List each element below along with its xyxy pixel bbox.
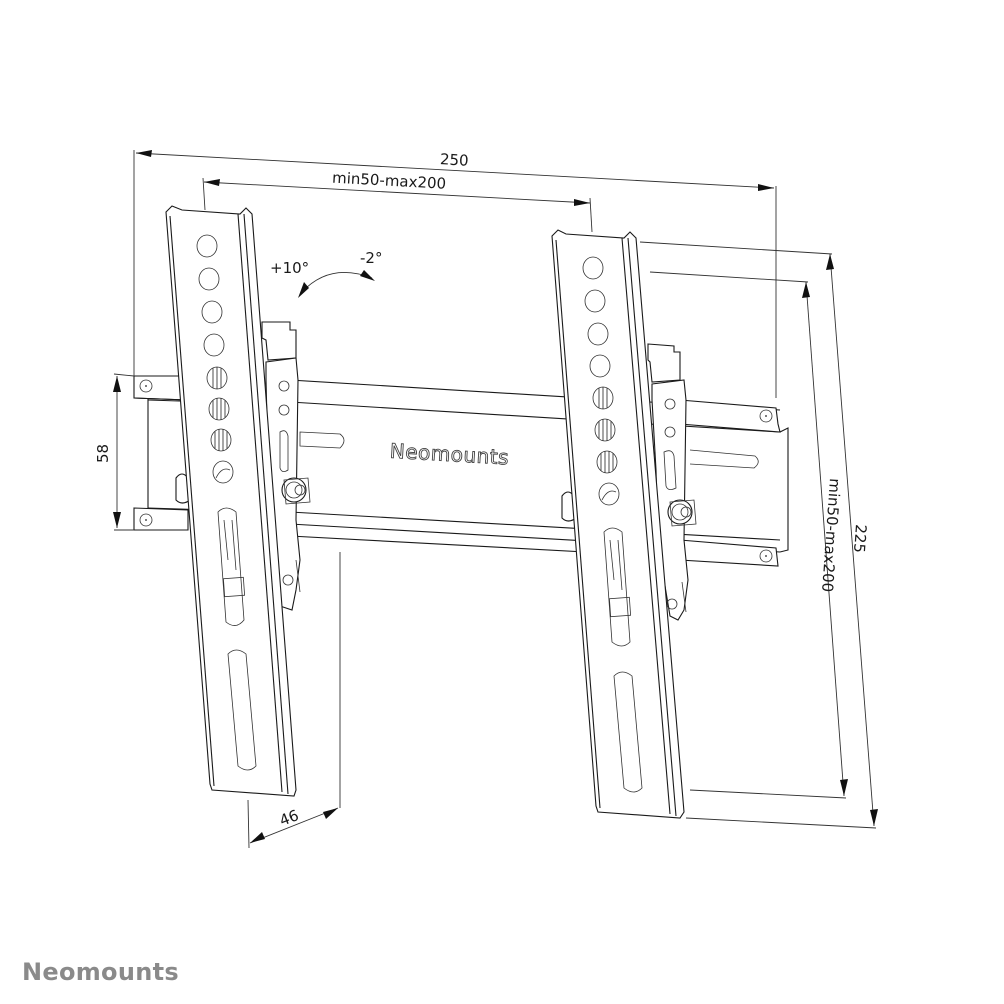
right-vertical-strip (551, 229, 685, 819)
tilt-backward-label: -2° (360, 249, 382, 267)
vesa-horizontal-label: min50-max200 (332, 169, 447, 193)
dimension-overall-height: 225 (639, 241, 878, 829)
hatched-holes (206, 366, 234, 484)
overall-height-label: 225 (850, 524, 870, 554)
footer-brand-logo: Neomounts (22, 958, 179, 986)
dimension-wall-plate-height: 58 (94, 373, 135, 531)
tilt-backward-arrow-icon (360, 270, 375, 281)
wall-plate-height-label: 58 (94, 444, 112, 463)
tilt-forward-label: +10° (270, 259, 309, 277)
wall-plate-logo: Neomounts (389, 439, 510, 470)
overall-width-label: 250 (440, 150, 470, 170)
tilt-forward-arrow-icon (298, 282, 309, 298)
tilt-indicator: +10° -2° (270, 249, 382, 298)
dimension-vesa-horizontal: min50-max200 (202, 169, 593, 233)
dimension-overall-width: 250 (133, 150, 777, 398)
left-vertical-strip (165, 205, 297, 797)
dimension-depth: 46 (247, 552, 341, 849)
depth-label: 46 (277, 806, 301, 830)
